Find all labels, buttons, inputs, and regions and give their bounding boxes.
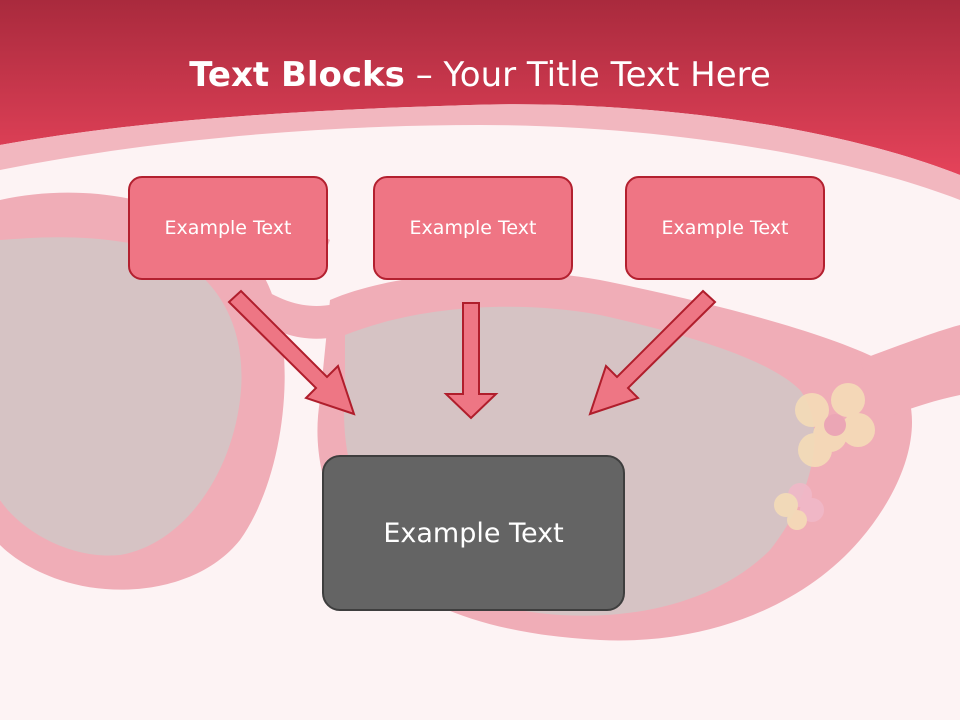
title-bold-text: Text Blocks: [189, 55, 405, 95]
main-text-block: Example Text: [322, 455, 625, 611]
text-block-2: Example Text: [373, 176, 573, 280]
text-block-1: Example Text: [128, 176, 328, 280]
text-block-3-label: Example Text: [661, 217, 789, 239]
arrow-down-left-icon: [588, 289, 717, 416]
slide-title: Text Blocks – Your Title Text Here: [0, 52, 960, 98]
arrow-down-right-icon: [227, 289, 356, 416]
arrow-down-icon: [443, 302, 499, 420]
text-block-3: Example Text: [625, 176, 825, 280]
title-separator: –: [404, 55, 444, 95]
text-block-1-label: Example Text: [164, 217, 292, 239]
main-text-block-label: Example Text: [383, 517, 564, 549]
title-rest-text: Your Title Text Here: [443, 55, 771, 95]
text-block-2-label: Example Text: [409, 217, 537, 239]
